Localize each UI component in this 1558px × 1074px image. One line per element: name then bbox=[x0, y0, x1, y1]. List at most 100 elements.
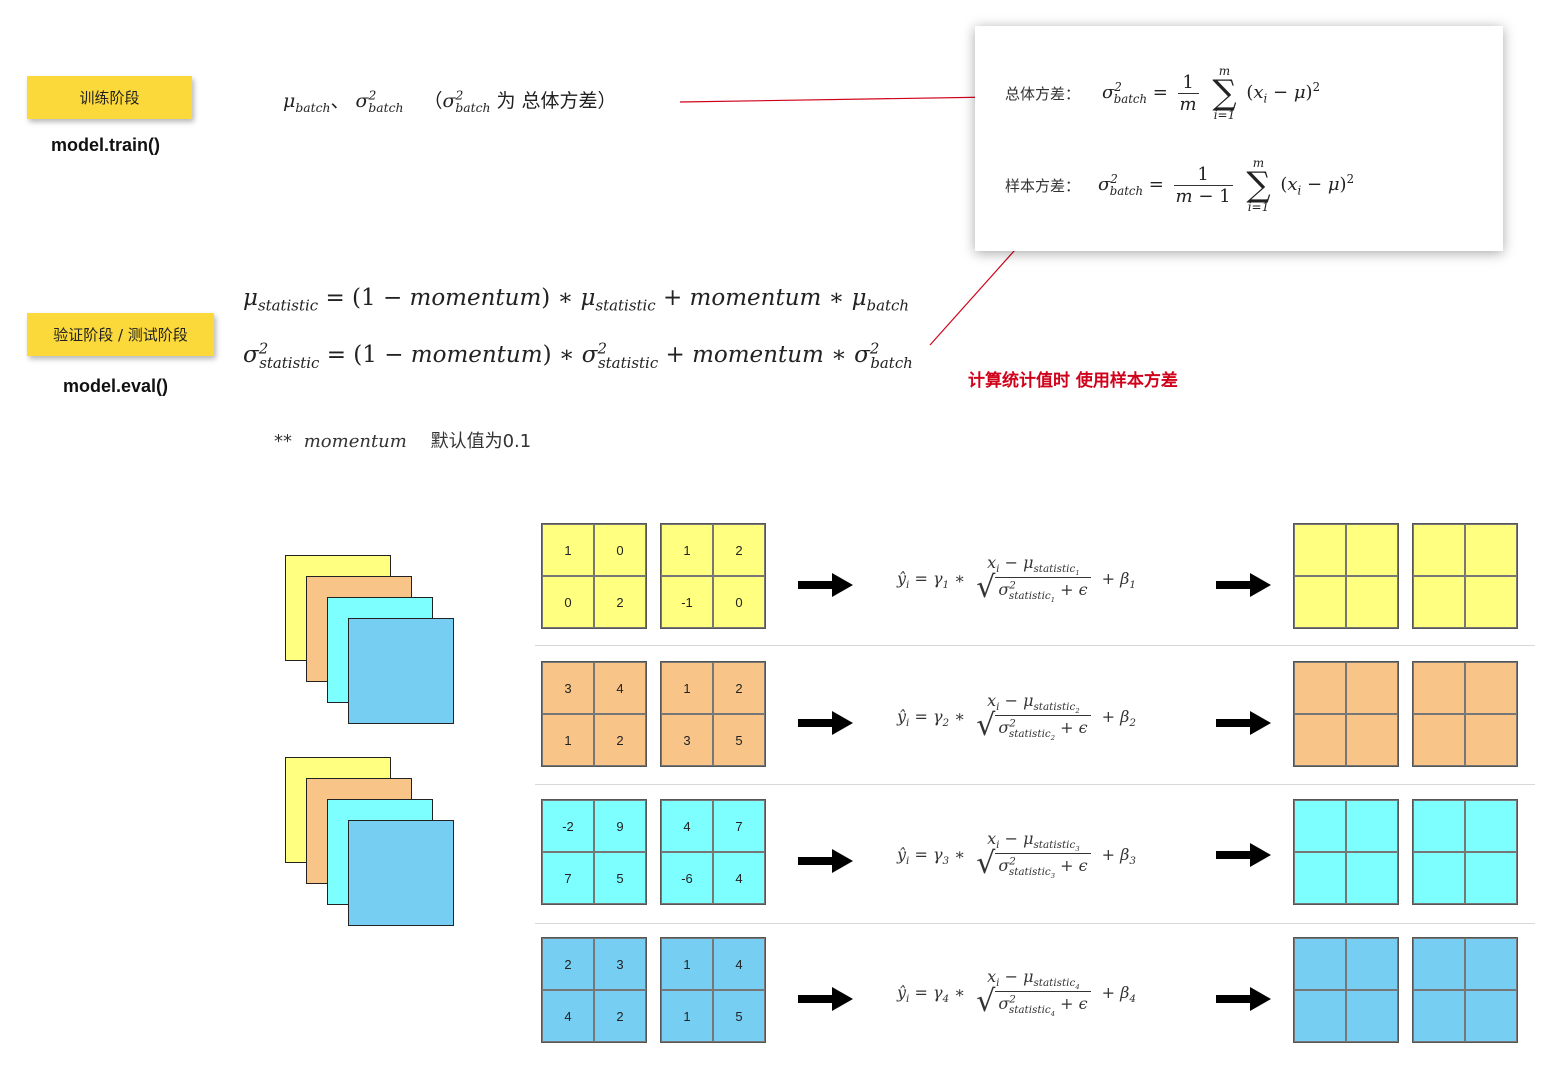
row-divider bbox=[535, 923, 1535, 924]
variance-update-formula: σ2statistic = (1 − momentum) ∗ σ2statist… bbox=[243, 339, 913, 372]
right-arrow-icon bbox=[1216, 843, 1271, 867]
right-arrow-icon bbox=[798, 573, 853, 597]
mean-update-formula: μstatistic = (1 − momentum) ∗ μstatistic… bbox=[243, 285, 910, 315]
grid-cell: 0 bbox=[594, 524, 646, 576]
population-variance-note: 为 总体方差 bbox=[496, 90, 598, 112]
grid-cell bbox=[1413, 938, 1465, 990]
grid-cell: 1 bbox=[661, 662, 713, 714]
grid-cell bbox=[1413, 576, 1465, 628]
grid-cell: -6 bbox=[661, 852, 713, 904]
momentum-note: ** momentum 默认值为0.1 bbox=[274, 431, 532, 452]
grid-cell bbox=[1413, 800, 1465, 852]
output-grid-b bbox=[1412, 661, 1518, 767]
grid-cell: 3 bbox=[542, 662, 594, 714]
grid-cell bbox=[1465, 576, 1517, 628]
right-arrow-icon bbox=[1216, 573, 1271, 597]
grid-cell: 0 bbox=[713, 576, 765, 628]
grid-cell bbox=[1294, 714, 1346, 766]
grid-cell: -2 bbox=[542, 800, 594, 852]
grid-cell bbox=[1465, 714, 1517, 766]
right-arrow-icon bbox=[798, 849, 853, 873]
right-arrow-icon bbox=[1216, 711, 1271, 735]
grid-cell bbox=[1346, 990, 1398, 1042]
grid-cell: 1 bbox=[661, 524, 713, 576]
grid-cell bbox=[1346, 938, 1398, 990]
arrow-to-population bbox=[679, 92, 996, 103]
eval-code: model.eval() bbox=[63, 376, 169, 396]
grid-cell: 2 bbox=[594, 576, 646, 628]
grid-cell: 1 bbox=[542, 714, 594, 766]
grid-cell: 4 bbox=[661, 800, 713, 852]
grid-cell: 5 bbox=[713, 990, 765, 1042]
grid-cell: 5 bbox=[594, 852, 646, 904]
grid-cell bbox=[1465, 662, 1517, 714]
grid-cell bbox=[1294, 800, 1346, 852]
right-arrow-icon bbox=[798, 987, 853, 1011]
grid-cell: 4 bbox=[713, 852, 765, 904]
grid-cell bbox=[1413, 662, 1465, 714]
train-code: model.train() bbox=[51, 135, 161, 155]
output-grid-b bbox=[1412, 799, 1518, 905]
row-divider bbox=[535, 645, 1535, 646]
grid-cell: 0 bbox=[542, 576, 594, 628]
output-grid-b bbox=[1412, 937, 1518, 1043]
output-grid-a bbox=[1293, 661, 1399, 767]
grid-cell: 2 bbox=[713, 662, 765, 714]
grid-cell bbox=[1413, 990, 1465, 1042]
stack2-channel-4 bbox=[348, 820, 454, 926]
grid-cell bbox=[1346, 576, 1398, 628]
grid-cell bbox=[1465, 990, 1517, 1042]
stack1-channel-4 bbox=[348, 618, 454, 724]
grid-cell: 3 bbox=[661, 714, 713, 766]
grid-cell: 4 bbox=[713, 938, 765, 990]
population-variance-label: 总体方差： bbox=[1005, 84, 1081, 103]
right-arrow-icon bbox=[1216, 987, 1271, 1011]
normalization-formula: ŷi = γ2 ∗ xi − μstatistic2√σ2statistic2 … bbox=[897, 691, 1137, 744]
grid-cell bbox=[1294, 990, 1346, 1042]
grid-cell bbox=[1465, 524, 1517, 576]
grid-cell: 3 bbox=[594, 938, 646, 990]
grid-cell bbox=[1294, 938, 1346, 990]
train-stage-label: 训练阶段 bbox=[79, 89, 140, 107]
grid-cell: 2 bbox=[713, 524, 765, 576]
normalization-formula: ŷi = γ4 ∗ xi − μstatistic4√σ2statistic4 … bbox=[897, 967, 1137, 1020]
grid-cell bbox=[1465, 852, 1517, 904]
train-formula: μbatch、 σ2batch （σ2batch 为 总体方差） bbox=[283, 88, 617, 115]
grid-cell bbox=[1413, 852, 1465, 904]
eval-stage-label: 验证阶段 / 测试阶段 bbox=[53, 326, 188, 344]
grid-cell bbox=[1294, 852, 1346, 904]
grid-cell bbox=[1346, 524, 1398, 576]
output-grid-a bbox=[1293, 937, 1399, 1043]
grid-cell bbox=[1346, 800, 1398, 852]
grid-cell: 4 bbox=[594, 662, 646, 714]
sample-variance-note: 计算统计值时 使用样本方差 bbox=[968, 371, 1178, 391]
grid-cell bbox=[1465, 938, 1517, 990]
output-grid-a bbox=[1293, 523, 1399, 629]
grid-cell: 7 bbox=[542, 852, 594, 904]
grid-cell bbox=[1346, 662, 1398, 714]
grid-cell bbox=[1346, 852, 1398, 904]
grid-cell bbox=[1413, 524, 1465, 576]
grid-cell: 5 bbox=[713, 714, 765, 766]
grid-cell: 2 bbox=[594, 714, 646, 766]
grid-cell: 1 bbox=[661, 938, 713, 990]
row-divider bbox=[535, 784, 1535, 785]
grid-cell: 7 bbox=[713, 800, 765, 852]
eval-stage-tag: 验证阶段 / 测试阶段 bbox=[27, 313, 214, 356]
grid-cell bbox=[1294, 576, 1346, 628]
momentum-note-prefix: ** bbox=[274, 431, 292, 452]
grid-cell: -1 bbox=[661, 576, 713, 628]
grid-cell: 1 bbox=[542, 524, 594, 576]
grid-cell: 1 bbox=[661, 990, 713, 1042]
train-stage-tag: 训练阶段 bbox=[27, 76, 192, 119]
